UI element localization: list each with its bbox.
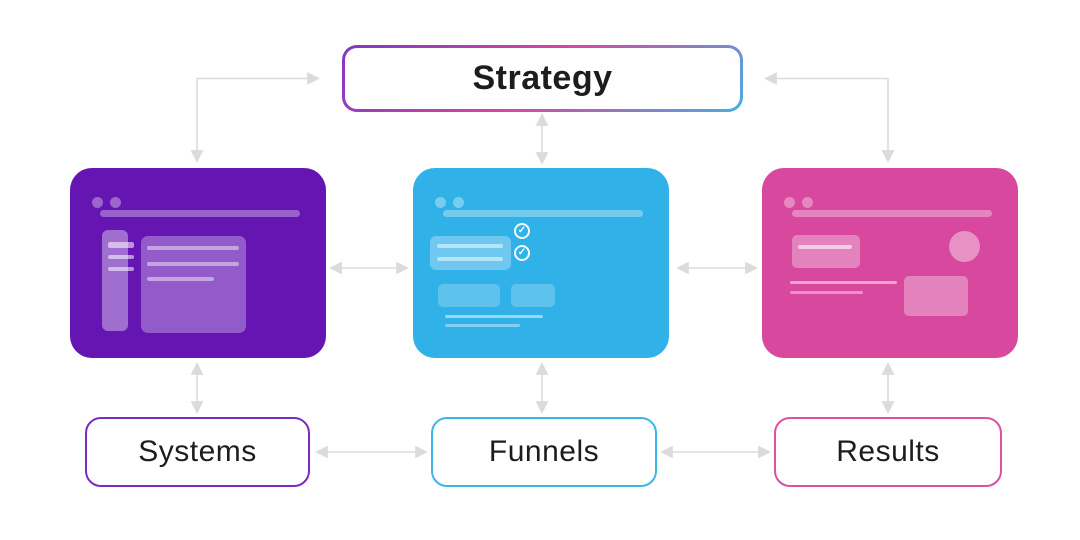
window-dots bbox=[435, 197, 464, 208]
window-titlebar-shape bbox=[100, 210, 300, 217]
window-titlebar-shape bbox=[443, 210, 643, 217]
window-dot-icon bbox=[453, 197, 464, 208]
text-line-shape bbox=[790, 281, 897, 284]
check-circle-icon: ✓ bbox=[514, 223, 530, 239]
strategy-label: Strategy bbox=[472, 59, 613, 97]
text-line-shape bbox=[790, 291, 863, 294]
check-circle-icon: ✓ bbox=[514, 245, 530, 261]
sidebar-line-shape bbox=[108, 267, 134, 271]
window-dot-icon bbox=[92, 197, 103, 208]
strategy-box: Strategy bbox=[342, 45, 743, 112]
results-node-label: Results bbox=[836, 435, 940, 468]
window-dot-icon bbox=[802, 197, 813, 208]
stat-box-shape bbox=[792, 235, 860, 268]
form-box-shape bbox=[430, 236, 511, 270]
window-dots bbox=[92, 197, 121, 208]
text-line-shape bbox=[147, 246, 239, 250]
funnels-card: ✓ ✓ bbox=[413, 168, 669, 358]
text-line-shape bbox=[147, 277, 214, 281]
button-shape bbox=[438, 284, 500, 307]
results-card bbox=[762, 168, 1018, 358]
window-dot-icon bbox=[784, 197, 795, 208]
text-line-shape bbox=[445, 324, 520, 327]
connector-strategy-systems-card bbox=[190, 72, 320, 163]
window-dot-icon bbox=[435, 197, 446, 208]
text-line-shape bbox=[437, 244, 503, 248]
button-shape bbox=[511, 284, 555, 307]
text-line-shape bbox=[798, 245, 852, 249]
window-dot-icon bbox=[110, 197, 121, 208]
text-line-shape bbox=[437, 257, 503, 261]
systems-card bbox=[70, 168, 326, 358]
sidebar-line-shape bbox=[108, 255, 134, 259]
avatar-circle-shape bbox=[949, 231, 980, 262]
text-line-shape bbox=[147, 262, 239, 266]
strategy-box-inner: Strategy bbox=[345, 48, 740, 109]
window-dots bbox=[784, 197, 813, 208]
content-panel-shape bbox=[141, 236, 246, 333]
results-node: Results bbox=[774, 417, 1002, 487]
systems-node-label: Systems bbox=[138, 435, 257, 468]
funnels-node: Funnels bbox=[431, 417, 657, 487]
sidebar-line-shape bbox=[108, 242, 134, 248]
window-titlebar-shape bbox=[792, 210, 992, 217]
image-placeholder-shape bbox=[904, 276, 968, 316]
text-line-shape bbox=[445, 315, 543, 318]
connector-strategy-results-card bbox=[764, 72, 895, 163]
systems-node: Systems bbox=[85, 417, 310, 487]
funnels-node-label: Funnels bbox=[488, 435, 600, 468]
